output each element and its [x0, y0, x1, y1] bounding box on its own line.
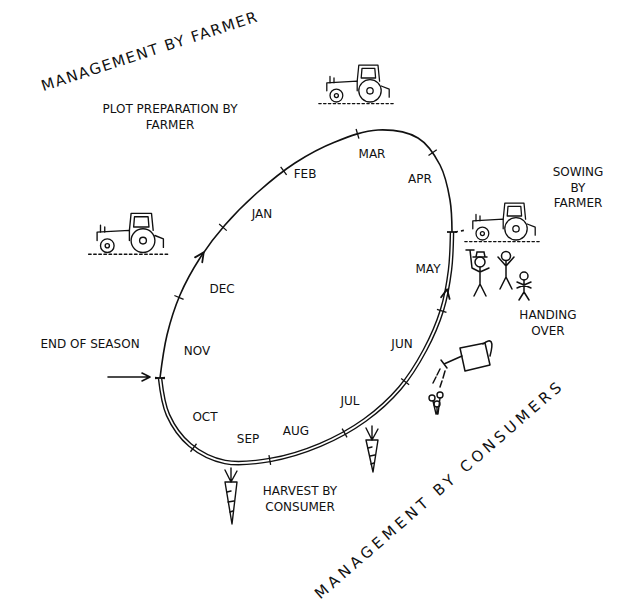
carrot — [225, 468, 237, 482]
watering-can — [460, 343, 490, 371]
month-tick — [219, 224, 227, 231]
farmer-season-line — [160, 130, 452, 378]
direction-arrowhead — [441, 289, 450, 299]
stage-label: SOWING BY FARMER — [546, 165, 610, 212]
carrot — [225, 468, 237, 524]
season-cycle — [155, 129, 457, 465]
management-label: MANAGEMENT BY CONSUMERS — [311, 376, 569, 604]
month-label-slot: AUG — [283, 424, 309, 440]
carrot — [227, 491, 234, 512]
month-tick — [401, 379, 409, 385]
season-end-arrow — [108, 373, 150, 381]
stick-figures — [475, 257, 485, 267]
month-label-slot: MAY — [416, 262, 441, 278]
consumer-season-line — [160, 232, 452, 463]
month-tick — [429, 150, 437, 156]
month-label: JUL — [340, 394, 359, 410]
stick-figures — [502, 252, 511, 261]
stick-figures — [517, 280, 531, 300]
month-label: NOV — [184, 344, 210, 360]
month-tick — [191, 444, 197, 452]
month-label: OCT — [192, 410, 217, 426]
watering-can — [433, 341, 492, 387]
month-label-slot: APR — [408, 172, 432, 188]
tractor — [465, 203, 540, 241]
month-label-slot: JUL — [340, 394, 359, 410]
management-label: MANAGEMENT BY FARMER — [39, 8, 261, 97]
month-label-slot: SEP — [237, 432, 259, 448]
stage-label-slot: HARVEST BY CONSUMER — [260, 484, 340, 515]
tractor — [319, 65, 394, 103]
management-label-slot: MANAGEMENT BY FARMER — [39, 8, 261, 97]
seedlings — [437, 392, 443, 398]
seedlings — [433, 398, 440, 414]
carrot — [366, 440, 378, 472]
watering-can — [441, 356, 462, 368]
season-end-arrow — [108, 373, 150, 381]
month-label-slot: OCT — [192, 410, 217, 426]
management-label-slot: MANAGEMENT BY CONSUMERS — [311, 376, 569, 604]
month-tick — [281, 167, 287, 175]
watering-can — [483, 341, 492, 356]
seedlings — [429, 395, 435, 401]
month-label-slot: JAN — [252, 207, 273, 223]
carrot — [225, 482, 237, 524]
season-end-label-slot: END OF SEASON — [40, 337, 139, 353]
month-label: AUG — [283, 424, 309, 440]
month-tick — [174, 296, 183, 300]
stick-figures — [466, 250, 489, 296]
month-tick — [356, 129, 359, 139]
tractor — [89, 213, 169, 254]
month-label: FEB — [294, 167, 317, 183]
carrot — [366, 426, 378, 472]
stick-figures — [466, 250, 531, 300]
stage-label-slot: PLOT PREPARATION BY FARMER — [100, 102, 240, 133]
stage-label-slot: HANDING OVER — [503, 308, 593, 339]
month-label: JAN — [252, 207, 273, 223]
stage-label: PLOT PREPARATION BY FARMER — [100, 102, 240, 133]
month-label: DEC — [209, 282, 234, 298]
month-label: MAY — [416, 262, 441, 278]
month-label: JUN — [391, 337, 412, 353]
season-end-label: END OF SEASON — [40, 337, 139, 353]
month-tick — [447, 231, 457, 232]
stick-figures — [498, 257, 514, 289]
month-tick — [155, 377, 165, 378]
carrot — [368, 447, 375, 464]
month-label-slot: DEC — [209, 282, 234, 298]
stage-label: HARVEST BY CONSUMER — [260, 484, 340, 515]
month-label-slot: NOV — [184, 344, 210, 360]
stick-figures — [520, 272, 528, 280]
direction-arrowhead — [195, 252, 204, 262]
month-label: MAR — [359, 147, 386, 163]
month-tick — [155, 377, 165, 378]
month-tick — [437, 309, 447, 312]
carrot — [366, 426, 378, 440]
month-tick — [447, 231, 457, 232]
month-label-slot: FEB — [294, 167, 317, 183]
consumer-season-line — [160, 232, 452, 463]
stick-figures — [473, 252, 487, 257]
stage-label: HANDING OVER — [503, 308, 593, 339]
month-tick — [342, 429, 347, 438]
month-label: SEP — [237, 432, 259, 448]
month-label-slot: JUN — [391, 337, 412, 353]
watering-can — [433, 369, 445, 387]
month-label-slot: MAR — [359, 147, 386, 163]
seedlings — [429, 392, 443, 414]
month-label: APR — [408, 172, 432, 188]
month-tick — [269, 455, 271, 465]
stage-label-slot: SOWING BY FARMER — [546, 165, 610, 212]
